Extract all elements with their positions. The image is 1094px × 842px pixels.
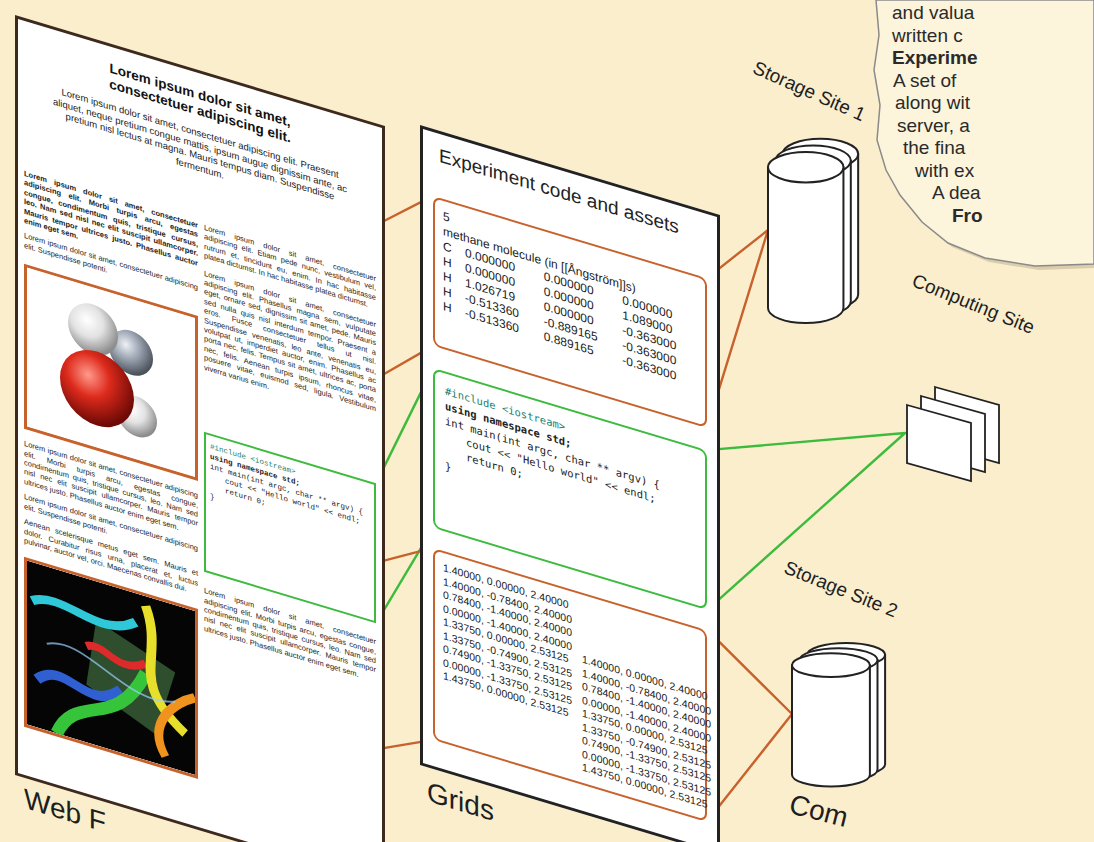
figure-frame bbox=[24, 557, 198, 779]
server-sheets-part bbox=[907, 405, 971, 481]
note-line: written c bbox=[872, 25, 1094, 48]
note-line: server, a bbox=[872, 115, 1094, 138]
computing-site: Computing Site bbox=[905, 383, 1015, 483]
ribbon bbox=[86, 644, 145, 671]
disk-stack bbox=[768, 135, 860, 325]
site-label: Storage Site 1 bbox=[749, 56, 843, 115]
torn-note: and valuawritten cExperimeA set ofalong … bbox=[872, 0, 1094, 275]
grid-panel: Experiment code and assets5methane molec… bbox=[420, 125, 720, 842]
ribbon bbox=[32, 591, 136, 633]
table-cell: H bbox=[443, 299, 461, 319]
storage-site: Storage Site 1 bbox=[768, 135, 860, 325]
panel-label: Web F bbox=[24, 783, 106, 840]
column-label: Com bbox=[786, 788, 851, 833]
site-label: Storage Site 2 bbox=[781, 556, 878, 614]
figure-ground bbox=[27, 268, 195, 477]
note-line: with ex bbox=[872, 160, 1094, 183]
note-line: A set of bbox=[872, 70, 1094, 93]
note-line: along wit bbox=[872, 92, 1094, 115]
note-line: A dea bbox=[872, 182, 1094, 205]
ribbon bbox=[159, 687, 195, 765]
panel-label: Grids bbox=[427, 776, 494, 828]
disk-stack-part bbox=[768, 152, 843, 323]
disk-stack bbox=[792, 640, 887, 788]
note-line: and valua bbox=[872, 2, 1094, 25]
disk-stack-part bbox=[792, 653, 870, 786]
atom-sphere bbox=[60, 341, 134, 437]
disk-stack-part bbox=[768, 152, 843, 182]
ribbon bbox=[37, 665, 121, 705]
molecule-render bbox=[27, 268, 195, 477]
coil bbox=[47, 640, 175, 706]
storage-site: Storage Site 2 bbox=[792, 640, 887, 788]
note-line: Fro bbox=[872, 205, 1094, 228]
protein-render bbox=[27, 561, 195, 775]
disk-stack-part bbox=[768, 167, 843, 323]
web-page-panel: Lorem ipsum dolor sit amet, consectetuer… bbox=[15, 15, 385, 842]
server-sheets bbox=[905, 383, 1015, 483]
site-label: Computing Site bbox=[909, 269, 1020, 332]
disk-stack-part bbox=[792, 653, 870, 677]
disk-stack-part bbox=[792, 665, 870, 786]
figure-ground bbox=[27, 561, 195, 775]
note-line: the fina bbox=[872, 137, 1094, 160]
note-line: Experime bbox=[872, 47, 1094, 70]
ribbon bbox=[57, 647, 146, 761]
